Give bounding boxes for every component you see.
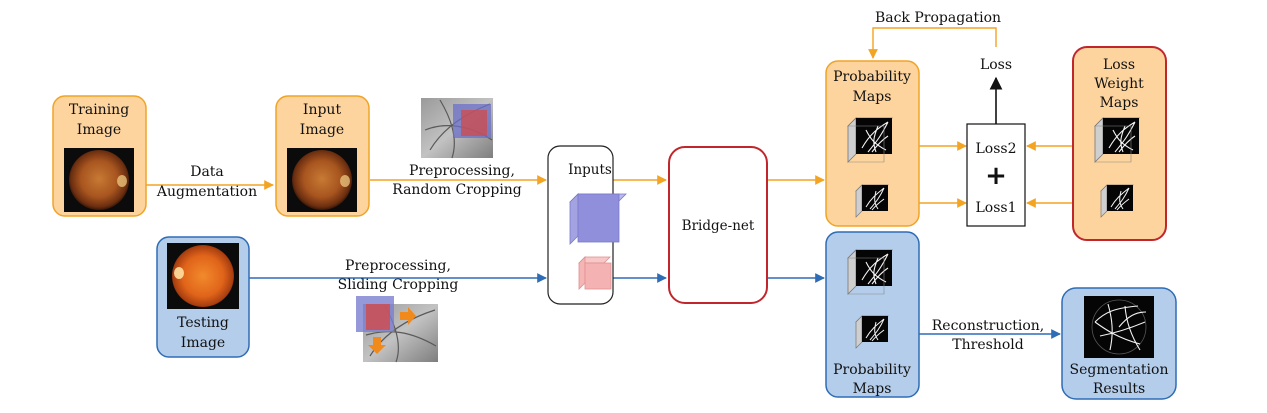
node-training-image: Training Image [52, 95, 147, 217]
arrow-down-icon [368, 337, 386, 354]
input-image-label-1: Input [303, 102, 342, 118]
loss-label: Loss [980, 57, 1012, 73]
testing-image-label-1: Testing [177, 315, 229, 331]
edge-label-augmentation: Augmentation [156, 184, 257, 200]
weight-maps-label-1: Loss [1103, 57, 1135, 73]
edge-label-preprocessing-1: Preprocessing, [409, 163, 515, 179]
node-inputs: Inputs [547, 145, 627, 305]
plus-sign: + [985, 161, 1007, 191]
testing-image-label-2: Image [181, 335, 225, 351]
loss2-label: Loss2 [975, 141, 1016, 157]
fundus-photo-icon [167, 243, 239, 309]
input-image-label-2: Image [300, 122, 344, 138]
weight-maps-label-3: Maps [1100, 95, 1139, 111]
edge-label-sliding-cropping: Sliding Cropping [338, 277, 459, 293]
edge-label-back-propagation: Back Propagation [875, 10, 1001, 26]
weight-maps-label-2: Weight [1094, 76, 1144, 92]
cube-icon [578, 256, 612, 290]
cube-icon [569, 193, 627, 245]
training-image-label-1: Training [69, 102, 129, 118]
arrow-right-icon [400, 307, 416, 325]
node-loss-combination: Loss2 + Loss1 [966, 123, 1026, 227]
edge-label-preprocessing-2: Preprocessing, [345, 258, 451, 274]
fundus-photo-icon [64, 148, 134, 212]
segmentation-label-2: Results [1093, 381, 1145, 397]
edge-label-data: Data [190, 164, 224, 180]
prob-maps-train-label-2: Maps [853, 89, 892, 105]
node-probability-maps-test: Probability Maps [825, 231, 920, 398]
training-image-label-2: Image [77, 122, 121, 138]
edge-back-propagation [868, 27, 997, 59]
fundus-photo-icon [287, 148, 357, 212]
node-input-image: Input Image [275, 95, 370, 217]
edge-label-reconstruction: Reconstruction, [932, 318, 1044, 334]
grayscale-fundus-patch-icon [356, 296, 438, 363]
prob-maps-train-label-1: Probability [833, 69, 911, 85]
bridge-net-label: Bridge-net [682, 218, 755, 234]
node-bridge-net: Bridge-net [668, 146, 768, 304]
segmentation-label-1: Segmentation [1070, 362, 1169, 378]
inputs-label: Inputs [568, 162, 612, 178]
prob-maps-test-label-2: Maps [853, 381, 892, 397]
edge-label-random-cropping: Random Cropping [392, 182, 522, 198]
node-segmentation-results: Segmentation Results [1061, 287, 1177, 400]
node-testing-image: Testing Image [156, 236, 250, 358]
edge-label-threshold: Threshold [952, 337, 1023, 353]
loss1-label: Loss1 [975, 200, 1016, 216]
grayscale-fundus-patch-icon [421, 98, 493, 159]
prob-maps-test-label-1: Probability [833, 362, 911, 378]
node-probability-maps-train: Probability Maps [825, 60, 920, 227]
node-loss-weight-maps: Loss Weight Maps [1072, 46, 1167, 241]
